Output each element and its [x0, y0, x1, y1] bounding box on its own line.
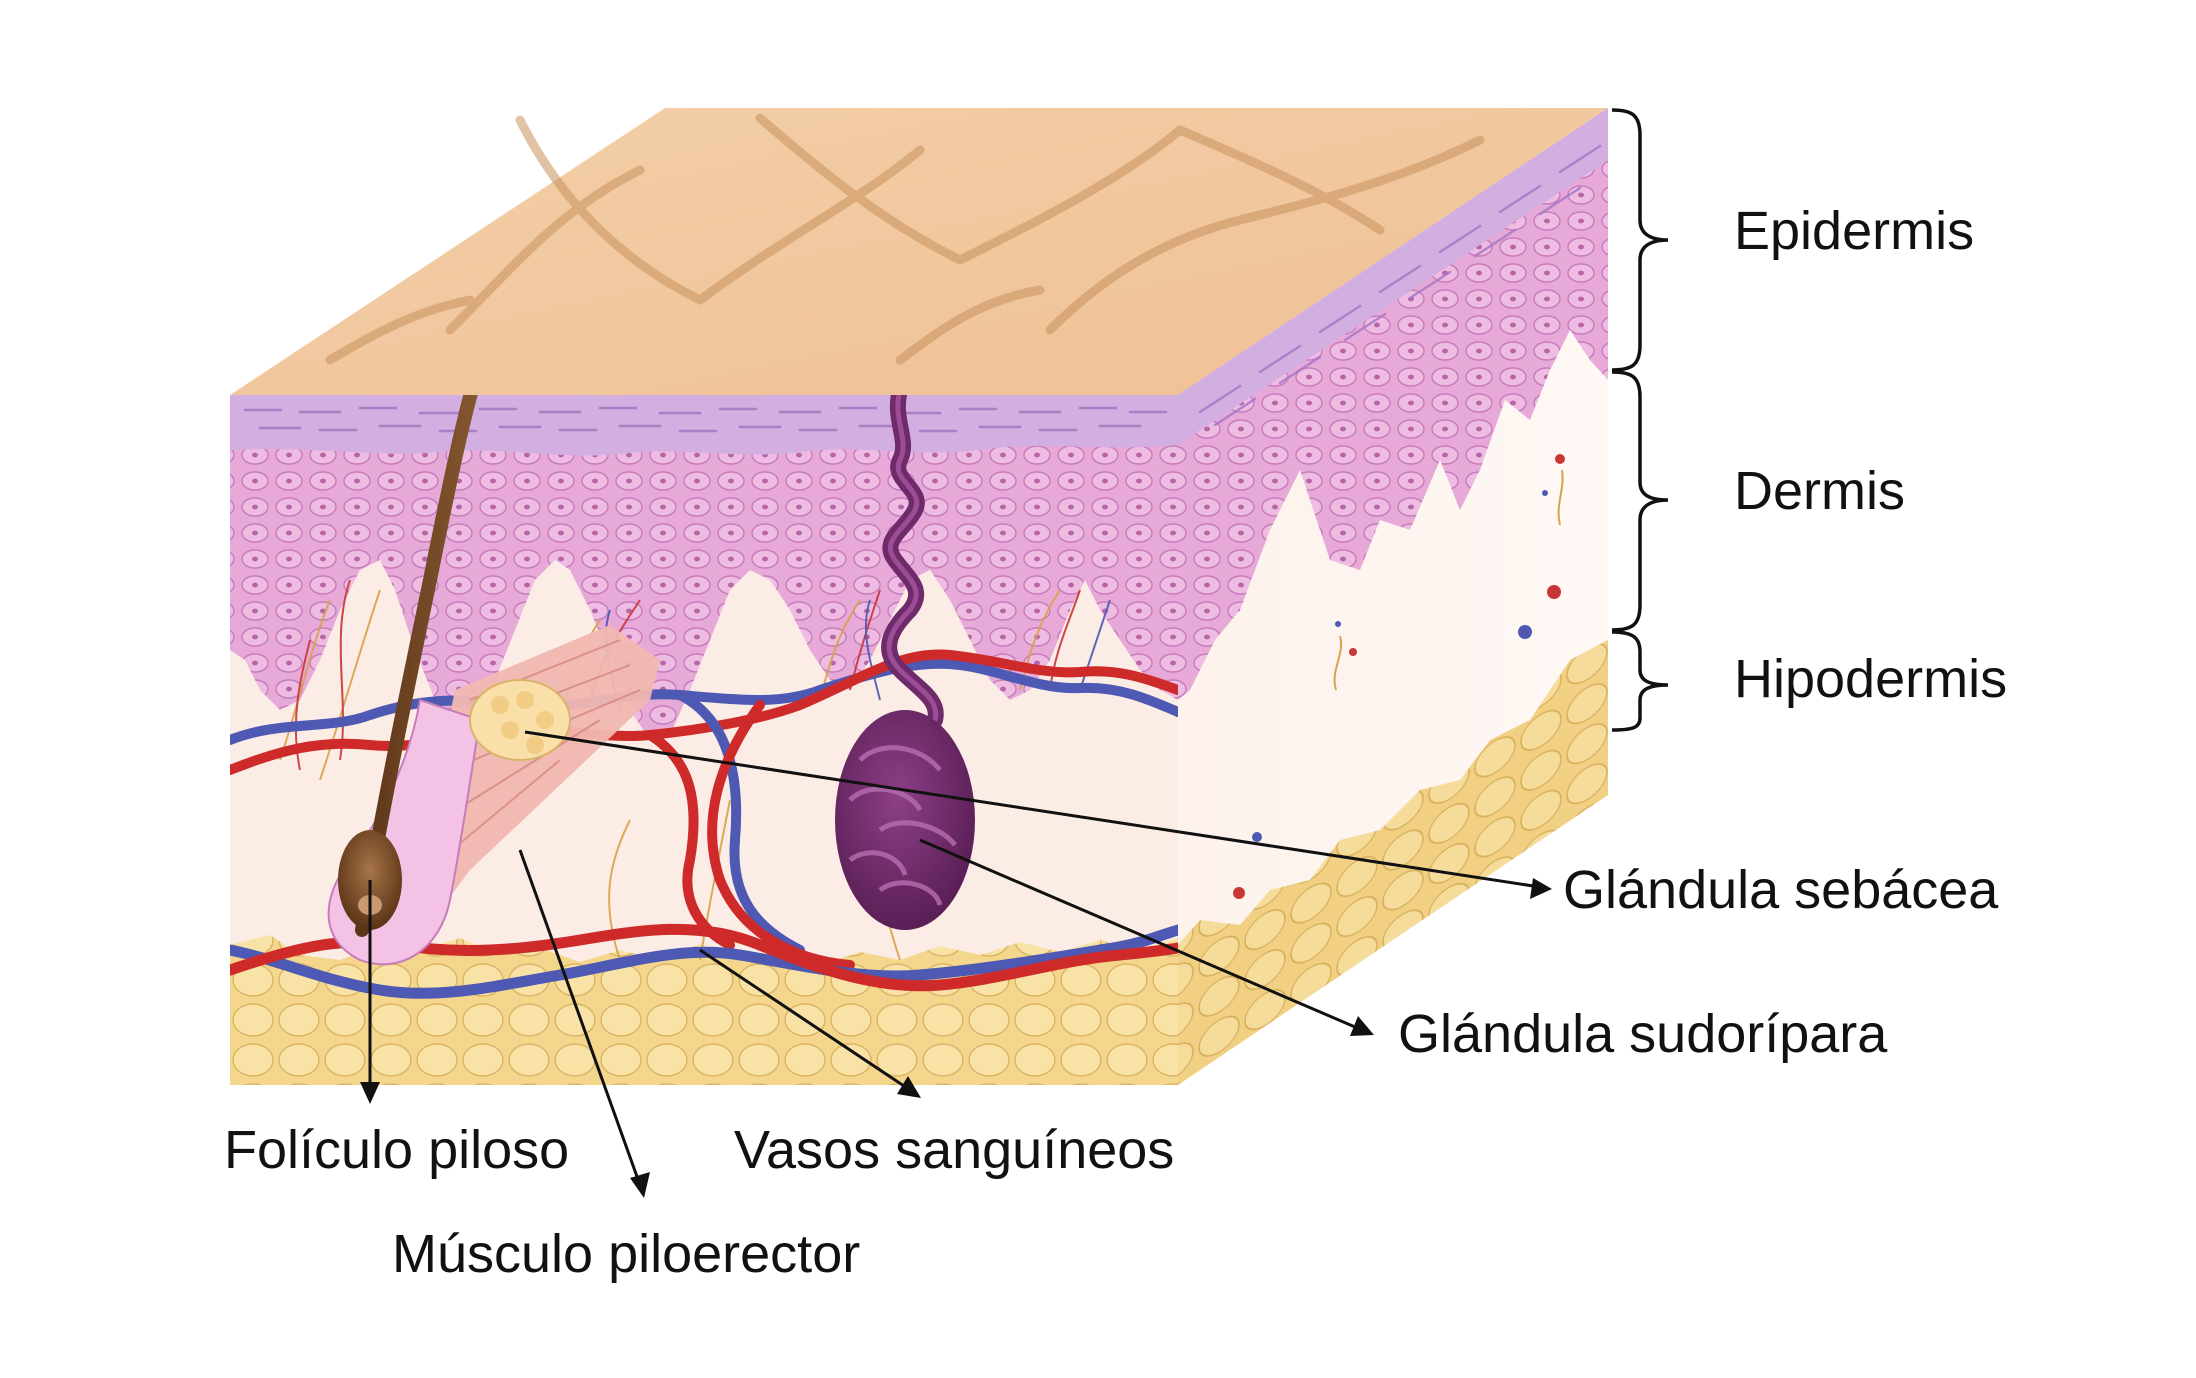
label-sweat-gland: Glándula sudorípara [1398, 1004, 1888, 1064]
layer-brackets [1612, 110, 1668, 730]
label-arrector-pili: Músculo piloerector [392, 1224, 860, 1284]
label-epidermis: Epidermis [1734, 201, 1974, 261]
label-hypodermis: Hipodermis [1734, 649, 2007, 709]
sebaceous-gland [470, 680, 570, 760]
label-sebaceous-gland: Glándula sebácea [1563, 860, 1999, 920]
label-blood-vessels: Vasos sanguíneos [734, 1120, 1174, 1180]
label-dermis: Dermis [1734, 461, 1905, 521]
label-hair-follicle: Folículo piloso [224, 1120, 569, 1180]
